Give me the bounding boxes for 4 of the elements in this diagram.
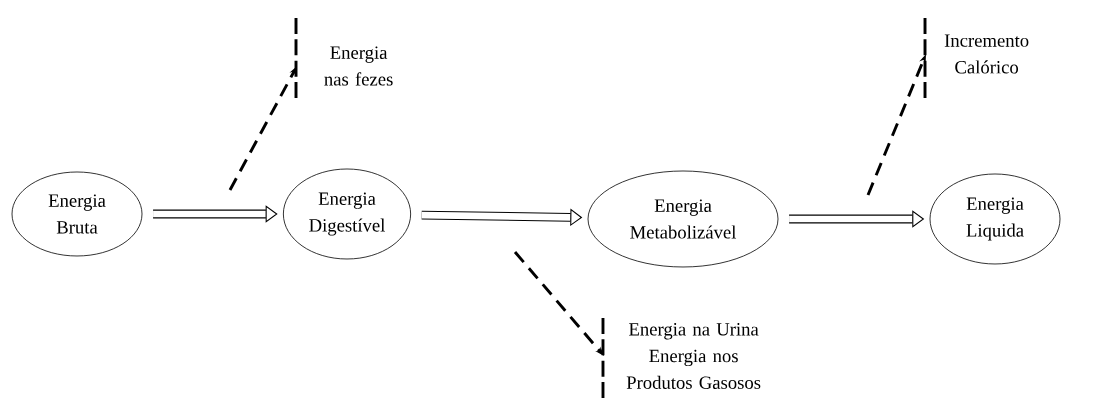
block-arrow xyxy=(153,205,278,223)
text-label: Energia nas fezes xyxy=(324,46,393,86)
text-label: Incremento Calórico xyxy=(944,34,1029,74)
text-label: Energia na Urina Energia nos Produtos Gasosos xyxy=(626,323,761,389)
